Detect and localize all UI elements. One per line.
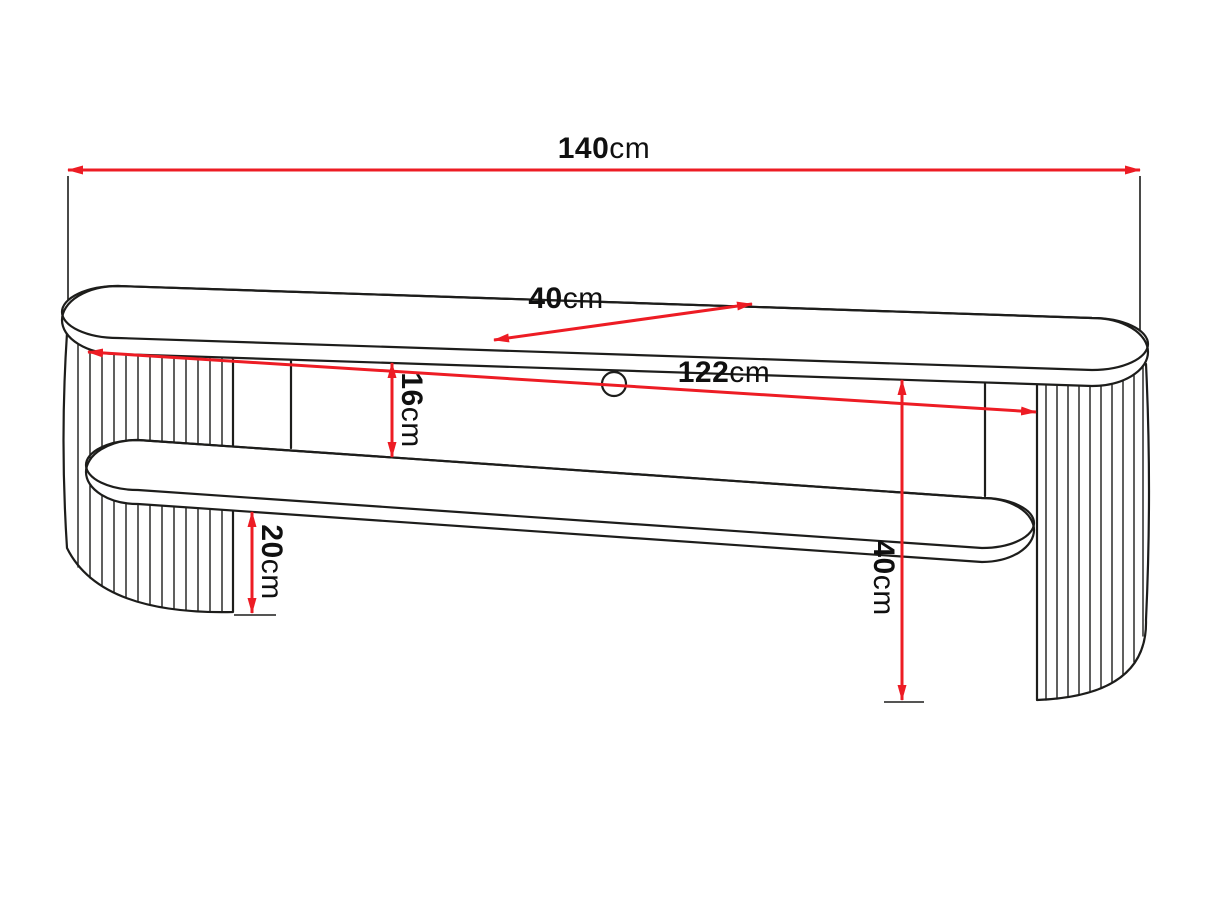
label-under-shelf-height: 20cm [255, 524, 288, 599]
right-leg-flutes [1045, 365, 1144, 701]
shelf-top-surface [84, 438, 1036, 550]
dimension-annotations: 140cm 40cm 122cm 16cm 20cm 40cm [67, 132, 1141, 703]
tabletop-top-surface [60, 284, 1150, 372]
dimension-line-inner-width [87, 348, 1037, 416]
label-inner-width: 122cm [678, 356, 771, 389]
label-overall-width: 140cm [558, 132, 651, 165]
label-leg-height: 40cm [867, 540, 900, 615]
label-shelf-opening-height: 16cm [395, 372, 428, 447]
label-depth: 40cm [528, 282, 603, 315]
shelf-body [84, 438, 1036, 564]
dimension-line-depth [493, 301, 753, 343]
tv-stand-drawing [60, 284, 1151, 702]
